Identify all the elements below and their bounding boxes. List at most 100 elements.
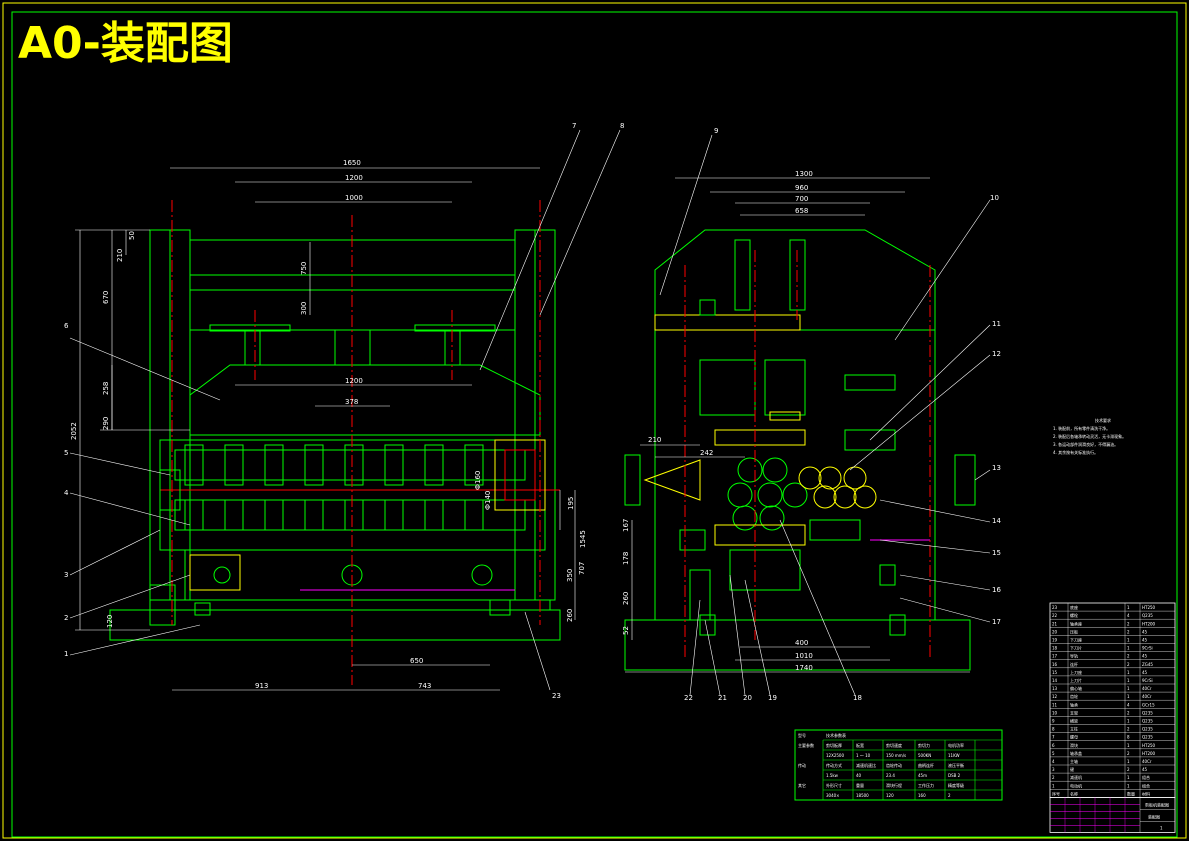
- param-cell: 减速机速比: [856, 762, 876, 768]
- dim-178: 178: [622, 552, 630, 565]
- bom-cell: 2: [1127, 727, 1130, 732]
- param-cell: 传动: [798, 762, 806, 768]
- dim-242: 242: [700, 449, 713, 457]
- bom-cell: 4: [1127, 702, 1130, 707]
- inner-border: [11, 11, 1178, 838]
- bom-cell: 2: [1127, 621, 1130, 626]
- callout-4: 4: [64, 489, 69, 497]
- bom-cell: 16: [1052, 662, 1058, 667]
- notes-heading: 技术要求: [1095, 417, 1111, 423]
- bom-cell: 数量: [1127, 790, 1135, 796]
- dim-side-260: 260: [622, 592, 630, 605]
- bom-cell: 1: [1127, 678, 1130, 683]
- bom-cell: 1: [1127, 743, 1130, 748]
- bom-cell: 压板: [1070, 628, 1078, 634]
- bom-cell: 1: [1052, 783, 1055, 788]
- bom-cell: 2: [1127, 710, 1130, 715]
- bom-cell: 8: [1127, 735, 1130, 740]
- note-4: 4. 其余按有关标准执行。: [1053, 449, 1098, 455]
- dim-290: 290: [102, 417, 110, 430]
- dim-side-210: 210: [648, 436, 661, 444]
- dim-120: 120: [106, 615, 114, 628]
- param-cell: 150 mm/s: [886, 753, 906, 758]
- param-cell: 剪切速度: [886, 742, 902, 748]
- dim-1545: 1545: [579, 530, 587, 548]
- bom-cell: 导轨: [1070, 653, 1078, 659]
- side-roller-cluster: [727, 457, 877, 531]
- dim-52: 52: [622, 626, 630, 635]
- note-3: 3. 各运动部件润滑良好，不得漏油。: [1053, 441, 1118, 447]
- title-block-name: 剪板机装配图: [1145, 801, 1169, 807]
- front-leaders: [69, 129, 621, 691]
- bom-cell: 立柱: [1070, 726, 1078, 732]
- callout-5: 5: [64, 449, 68, 457]
- dim-258: 258: [102, 382, 110, 395]
- technical-notes: 技术要求 1. 装配前，所有零件清洗干净。 2. 装配后各轴承转动灵活，无卡滞现…: [1053, 417, 1126, 455]
- callout-23: 23: [552, 692, 561, 700]
- callout-10: 10: [990, 194, 999, 202]
- param-cell: 3040×: [826, 793, 840, 798]
- bom-cell: 21: [1052, 621, 1058, 626]
- param-cell: 液压平衡: [948, 762, 964, 768]
- bom-cell: 45: [1142, 670, 1148, 675]
- front-slider: [189, 364, 541, 436]
- bom-cell: 1: [1127, 775, 1130, 780]
- bom-cell: 下刀座: [1070, 636, 1082, 642]
- bom-cell: 4: [1127, 613, 1130, 618]
- param-cell: 120: [886, 793, 894, 798]
- callout-17: 17: [992, 618, 1001, 626]
- bom-cell: 7: [1052, 735, 1055, 740]
- side-leaders: [659, 134, 991, 696]
- bom-cell: 9: [1052, 718, 1055, 723]
- bom-cell: 2: [1052, 775, 1055, 780]
- callout-11: 11: [992, 320, 1001, 328]
- side-frame: [654, 329, 936, 621]
- dim-phi140: Ф140: [484, 491, 492, 510]
- param-cell: 曲柄连杆: [918, 762, 934, 768]
- callout-9: 9: [714, 127, 718, 135]
- title-block-sub: 装配图: [1148, 813, 1160, 819]
- param-cell: 主要参数: [798, 742, 814, 748]
- bom-cell: 1: [1127, 637, 1130, 642]
- front-dimension-lines: [75, 167, 576, 691]
- bom-cell: 上刀座: [1070, 669, 1082, 675]
- callout-12: 12: [992, 350, 1001, 358]
- title-block: [1049, 797, 1176, 833]
- front-callouts: 1 2 3 4 5 6 7 8 23: [64, 122, 624, 700]
- dim-378: 378: [345, 398, 358, 406]
- dim-167: 167: [622, 519, 630, 532]
- param-cell: 45m: [918, 773, 927, 778]
- param-cell: DSB 2: [948, 773, 961, 778]
- param-cell: 技术参数表: [826, 732, 846, 738]
- bom-cell: HT250: [1142, 743, 1156, 748]
- bom-cell: 2: [1127, 654, 1130, 659]
- bom-cell: 名称: [1070, 790, 1078, 796]
- dim-1200-mid: 1200: [345, 377, 363, 385]
- callout-16: 16: [992, 586, 1001, 594]
- dim-50: 50: [128, 231, 136, 240]
- param-cell: 剪切力: [918, 742, 930, 748]
- dim-210: 210: [116, 249, 124, 262]
- lower-rollers: [184, 499, 484, 531]
- param-cell: 其它: [798, 782, 806, 788]
- bom-cell: HT250: [1142, 605, 1156, 610]
- param-cell: 160: [918, 793, 926, 798]
- side-dimension-texts: 1300 960 700 658 210 242 400 1010 1740 1…: [622, 170, 813, 672]
- bom-cell: 40Cr: [1142, 686, 1152, 691]
- param-cell: 精度等级: [948, 782, 964, 788]
- bom-cell: 轴承座: [1070, 620, 1082, 626]
- callout-15: 15: [992, 549, 1001, 557]
- bom-cell: 螺栓: [1070, 612, 1078, 618]
- callout-1: 1: [64, 650, 68, 658]
- bom-cell: 17: [1052, 654, 1058, 659]
- dim-phi160: Ф160: [474, 471, 482, 490]
- param-cell: 齿轮传动: [886, 762, 902, 768]
- bom-cell: 22: [1052, 613, 1058, 618]
- bom-cell: 电动机: [1070, 782, 1082, 788]
- dim-707: 707: [578, 562, 586, 575]
- bom-cell: 减速机: [1070, 774, 1082, 780]
- bom-cell: 主轴: [1070, 758, 1078, 764]
- note-2: 2. 装配后各轴承转动灵活，无卡滞现象。: [1053, 433, 1126, 439]
